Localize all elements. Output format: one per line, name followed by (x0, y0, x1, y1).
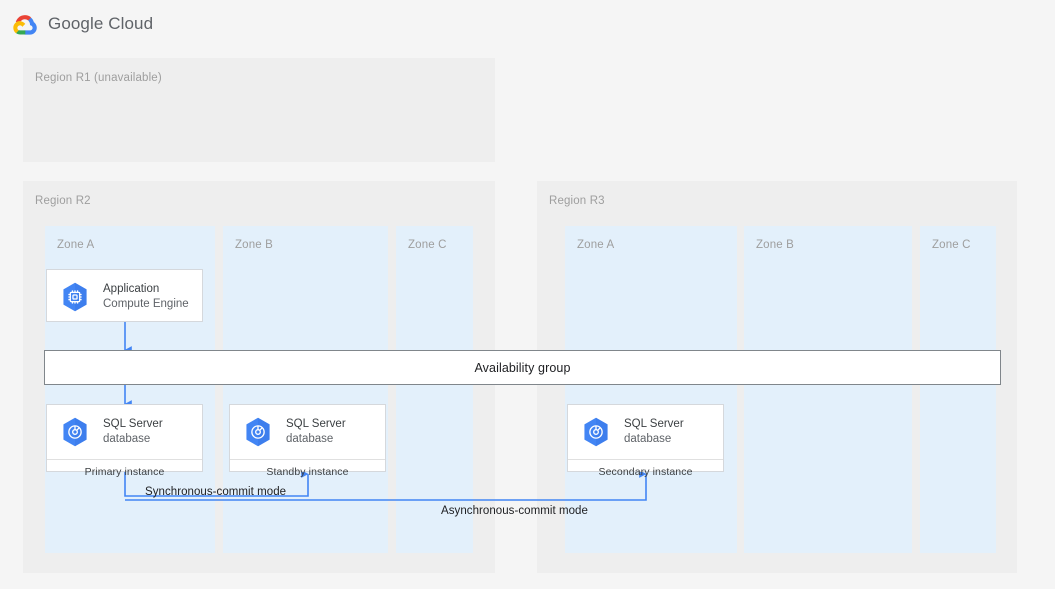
standby-database-card-title: SQL Server (286, 418, 346, 431)
region-r2-label: Region R2 (35, 195, 91, 207)
primary-database-card-subtitle: database (103, 433, 151, 445)
standby-database-card-subtitle: database (286, 433, 334, 445)
standby-database-card-footer: Standby instance (230, 459, 385, 485)
compute-engine-icon (58, 280, 92, 314)
secondary-database-card-footer: Secondary instance (568, 459, 723, 485)
asynchronous-commit-label: Asynchronous-commit mode (441, 505, 588, 517)
zone-label: Zone C (408, 239, 447, 251)
secondary-database-card[interactable]: SQL Server database Secondary instance (567, 404, 724, 478)
primary-database-card-title: SQL Server (103, 418, 163, 431)
region-r1: Region R1 (unavailable) (23, 58, 495, 162)
secondary-database-card-subtitle: database (624, 433, 672, 445)
application-card-text: Application Compute Engine (103, 282, 189, 311)
synchronous-commit-label: Synchronous-commit mode (145, 486, 287, 498)
sql-server-database-icon (579, 415, 613, 449)
availability-group-bar: Availability group (44, 350, 1001, 385)
primary-database-card[interactable]: SQL Server database Primary instance (46, 404, 203, 478)
application-card-title: Application (103, 283, 160, 296)
sql-server-database-icon (241, 415, 275, 449)
standby-database-card-body: SQL Server database (230, 405, 385, 459)
standby-database-card-text: SQL Server database (286, 417, 346, 446)
secondary-database-card-title: SQL Server (624, 418, 684, 431)
primary-database-card-body: SQL Server database (47, 405, 202, 459)
primary-database-card-text: SQL Server database (103, 417, 163, 446)
zone-label: Zone B (235, 239, 273, 251)
secondary-database-card-body: SQL Server database (568, 405, 723, 459)
region-r3-zone-a: Zone A (565, 226, 737, 553)
region-r2-zone-b: Zone B (223, 226, 388, 553)
google-cloud-logo-icon (12, 11, 38, 37)
zone-label: Zone C (932, 239, 971, 251)
application-card-subtitle: Compute Engine (103, 298, 189, 310)
zone-label: Zone A (57, 239, 95, 251)
standby-database-card[interactable]: SQL Server database Standby instance (229, 404, 386, 478)
region-r2-zone-c: Zone C (396, 226, 473, 553)
region-r1-label: Region R1 (unavailable) (35, 72, 162, 84)
zone-label: Zone A (577, 239, 615, 251)
region-r3-label: Region R3 (549, 195, 605, 207)
region-r3-zone-b: Zone B (744, 226, 912, 553)
zone-label: Zone B (756, 239, 794, 251)
application-card[interactable]: Application Compute Engine (46, 269, 203, 322)
brand: Google Cloud (12, 11, 153, 37)
application-card-body: Application Compute Engine (47, 270, 202, 324)
sql-server-database-icon (58, 415, 92, 449)
brand-label: Google Cloud (48, 14, 154, 33)
region-r3-zone-c: Zone C (920, 226, 996, 553)
availability-group-label: Availability group (474, 360, 571, 375)
secondary-database-card-text: SQL Server database (624, 417, 684, 446)
primary-database-card-footer: Primary instance (47, 459, 202, 485)
